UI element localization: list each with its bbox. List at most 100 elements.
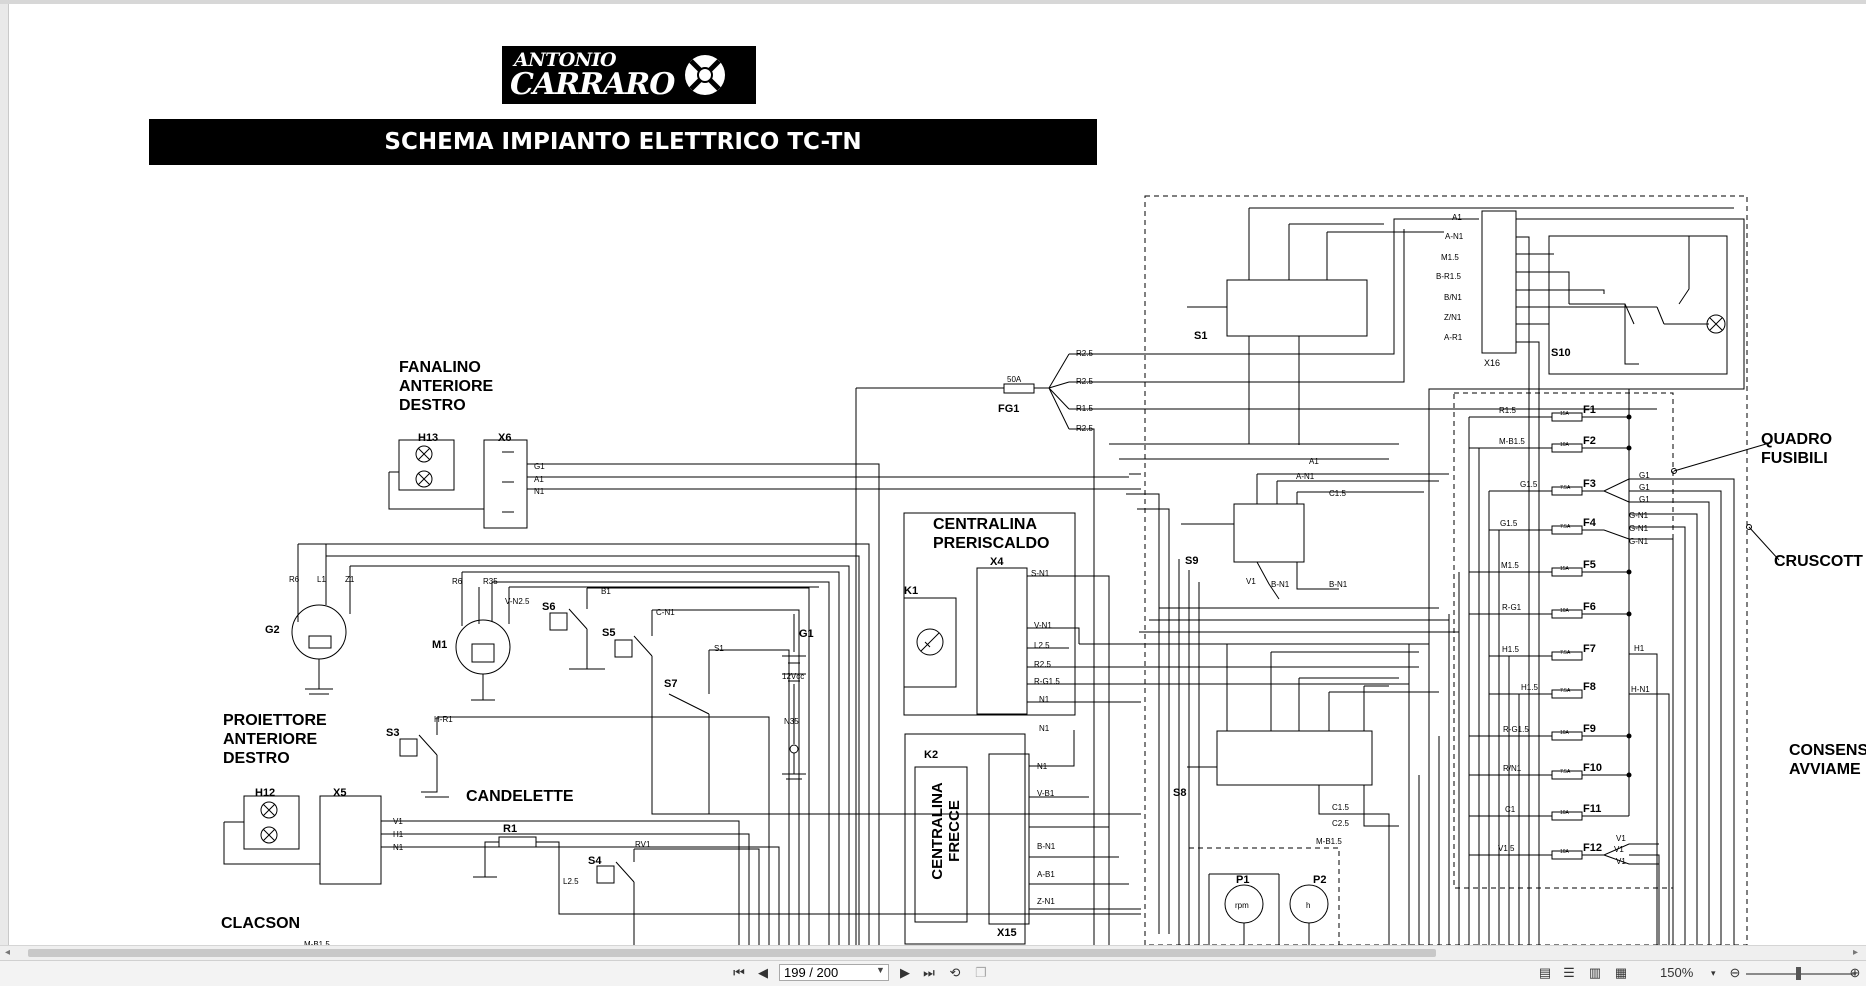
- component-s7: S7: [664, 678, 678, 690]
- cruscotto-dashed-boundary: [1144, 195, 1748, 945]
- wire-label: 50A: [1007, 375, 1022, 384]
- continuous-icon[interactable]: ☰: [1563, 965, 1575, 980]
- fuse-name: F3: [1583, 478, 1596, 490]
- fuse-wire-label: R-G1: [1502, 603, 1522, 612]
- fuse-rating: 10A: [1560, 442, 1570, 448]
- scrollbar-thumb[interactable]: [28, 949, 1436, 957]
- fuse-name: F8: [1583, 681, 1596, 693]
- wire-label: R2.5: [1076, 377, 1093, 386]
- fuse-wire-label: G1.5: [1500, 519, 1518, 528]
- label-centralina-frecce: CENTRALINA FRECCE: [929, 782, 963, 880]
- wire-label: V-N1: [1034, 621, 1052, 630]
- fuse-name: F10: [1583, 762, 1602, 774]
- component-x6: X6: [498, 432, 512, 444]
- antonio-carraro-logo: ANTONIO CARRARO: [502, 46, 756, 104]
- prev-page-icon[interactable]: ◀: [758, 965, 768, 980]
- facing-icon[interactable]: ▥: [1588, 965, 1602, 980]
- logo-line2: CARRARO: [510, 67, 675, 102]
- zoom-slider-handle[interactable]: [1796, 967, 1801, 980]
- wire-label: C1.5: [1332, 803, 1349, 812]
- wire-label: V1: [1614, 845, 1624, 854]
- component-s5: S5: [602, 627, 616, 639]
- window-top-border: [0, 0, 1866, 4]
- wire-label: Z1: [345, 575, 355, 584]
- wire-label: R2.5: [1076, 424, 1093, 433]
- zoom-dropdown-icon[interactable]: ▾: [1711, 968, 1716, 978]
- component-p1: P1: [1236, 874, 1250, 886]
- scroll-left-icon[interactable]: ◂: [5, 947, 11, 958]
- fuse-rating: 7.5A: [1560, 485, 1571, 491]
- single-page-icon[interactable]: ▤: [1538, 965, 1552, 980]
- component-s6: S6: [542, 601, 556, 613]
- component-x16: X16: [1484, 358, 1501, 368]
- copy-icon[interactable]: ❐: [975, 965, 987, 980]
- fuse-name: F12: [1583, 842, 1602, 854]
- wire-label: Z/N1: [1444, 313, 1462, 322]
- wire-label: A1: [1309, 457, 1319, 466]
- next-page-icon[interactable]: ▶: [900, 965, 910, 980]
- wire-label: L2.5: [1034, 641, 1050, 650]
- wire-label: N1: [534, 487, 545, 496]
- wire-label: G1: [1639, 483, 1650, 492]
- wire-label: L2.5: [563, 877, 579, 886]
- fuse-rating: 7.5A: [1560, 688, 1571, 694]
- fuse-rating: 10A: [1560, 608, 1570, 614]
- component-s10: S10: [1551, 347, 1571, 359]
- fuse-wire-label: C1: [1505, 805, 1516, 814]
- fuse-wire-label: M-B1.5: [1499, 437, 1525, 446]
- fuse-wire-label: G1.5: [1520, 480, 1538, 489]
- component-m1: M1: [432, 639, 448, 651]
- fuse-wire-label: H1.5: [1521, 683, 1538, 692]
- zoom-slider[interactable]: [1746, 973, 1856, 975]
- fuse-bodies: [1551, 412, 1583, 860]
- wire-label: rpm: [1235, 901, 1249, 910]
- wire-label: R1.5: [1076, 404, 1093, 413]
- wire-label: RV1: [635, 840, 651, 849]
- wire-label: B-N1: [1329, 580, 1348, 589]
- component-s3: S3: [386, 727, 400, 739]
- chevron-down-icon[interactable]: ▼: [876, 965, 885, 975]
- fuse-wire-label: R1.5: [1499, 406, 1516, 415]
- component-h13: H13: [418, 432, 439, 444]
- wire-label: V-B1: [1037, 789, 1055, 798]
- label-fanalino: FANALINO ANTERIORE DESTRO: [399, 359, 494, 414]
- fuse-rating: 15A: [1560, 566, 1570, 572]
- component-fg1: FG1: [998, 403, 1020, 415]
- zoom-out-icon[interactable]: ⊖: [1729, 965, 1741, 980]
- scroll-right-icon[interactable]: ▸: [1852, 947, 1858, 958]
- fuse-rating: 10A: [1560, 849, 1570, 855]
- wire-label: Z-N1: [1037, 897, 1055, 906]
- fuse-name: F6: [1583, 601, 1596, 613]
- wiring-diagram: G1 A1 N1 V1 H1 N1 R6 L1 Z1 R6 R35 V-N2.5…: [223, 195, 1780, 945]
- fuse-rating: 7.5A: [1560, 650, 1571, 656]
- component-k2: K2: [924, 749, 939, 761]
- page-number-input[interactable]: [779, 964, 889, 981]
- component-h12: H12: [255, 787, 276, 799]
- fuse-rating: 15A: [1560, 411, 1570, 417]
- zoom-in-icon[interactable]: ⊕: [1849, 965, 1861, 980]
- wire-label: R-G1.5: [1034, 677, 1060, 686]
- viewer-toolbar: ⏮ ◀ ▼ ▶ ⏭ ⟲ ❐ ▤ ☰ ▥ ▦ 150% ▾ ⊖ ⊕: [0, 960, 1866, 986]
- wire-label: B-R1.5: [1436, 272, 1461, 281]
- wire-label: G-N1: [1629, 511, 1649, 520]
- component-k1: K1: [904, 585, 919, 597]
- component-x5: X5: [333, 787, 347, 799]
- component-s9: S9: [1185, 555, 1199, 567]
- wire-label: A-R1: [1444, 333, 1463, 342]
- wire-label: M-B1.5: [304, 940, 330, 945]
- fuse-wire-label: R/N1: [1503, 764, 1522, 773]
- label-quadro-fusibili: QUADRO FUSIBILI: [1761, 431, 1833, 467]
- first-page-icon[interactable]: ⏮: [733, 965, 745, 980]
- horizontal-scrollbar[interactable]: ◂ ▸: [0, 945, 1866, 960]
- wire-label: S-N1: [1031, 569, 1050, 578]
- last-page-icon[interactable]: ⏭: [923, 965, 935, 980]
- rotate-icon[interactable]: ⟲: [949, 965, 961, 980]
- zoom-level[interactable]: 150%: [1660, 965, 1694, 980]
- facing-continuous-icon[interactable]: ▦: [1614, 965, 1628, 980]
- wire-label: V1: [1616, 857, 1626, 866]
- fuse-wire-label: M1.5: [1501, 561, 1519, 570]
- component-g2: G2: [265, 624, 280, 636]
- wire-label: L1: [317, 575, 326, 584]
- wire-label: A-B1: [1037, 870, 1055, 879]
- fuse-name: F9: [1583, 723, 1596, 735]
